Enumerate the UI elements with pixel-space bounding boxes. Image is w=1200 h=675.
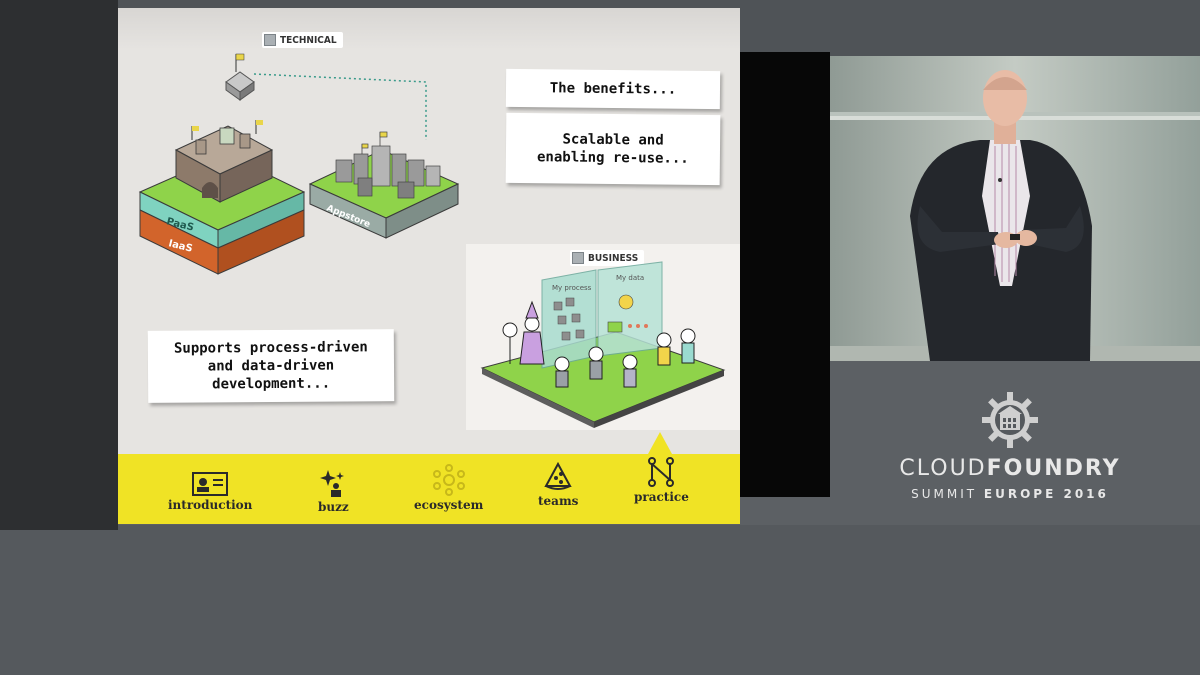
app-buildings-icon [335,131,441,199]
nav-ecosystem[interactable]: ecosystem [414,464,483,512]
business-tag: BUSINESS [570,250,645,266]
nav-practice[interactable]: practice [634,456,689,504]
cloud-foundry-wordmark: CLOUDFOUNDRY [899,456,1121,481]
people-icon [502,300,696,388]
speaker-scene [830,56,1200,361]
background-bottom-band [0,525,1200,675]
cube-icon [264,34,276,46]
note-benefits: The benefits... [505,68,721,110]
technical-illustration: PaaS IaaS Appstore [138,53,460,275]
pizza-icon [544,461,572,490]
screen-black-margin [738,52,830,497]
note-scalable: Scalable and enabling re-use... [505,112,721,186]
tower-icon [225,53,255,101]
technical-tag: TECHNICAL [262,32,343,48]
nav-teams[interactable]: teams [538,460,578,508]
id-card-icon [192,472,229,496]
cloud-foundry-logo: CLOUDFOUNDRY SUMMIT EUROPE 2016 [890,392,1130,501]
sparkle-person-icon [320,470,345,497]
nav-buzz[interactable]: buzz [318,468,349,514]
note-supports: Supports process-driven and data-driven … [147,329,395,403]
cube-icon [572,252,584,264]
nav-introduction[interactable]: introduction [168,472,252,512]
slide-nav-bar: introduction buzz ecosystem [118,454,740,524]
svg-text:My process: My process [552,284,592,292]
business-panel: BUSINESS My process My data [466,244,740,430]
speaker-video [830,56,1200,361]
summit-subtitle: SUMMIT EUROPE 2016 [911,487,1109,501]
gear-building-icon [982,392,1038,448]
business-illustration: My process My data [480,261,726,428]
castle-icon [174,120,274,203]
active-nav-pointer [648,432,672,454]
svg-text:My data: My data [616,274,644,282]
flow-icon [648,457,675,487]
left-frame-edge [0,0,118,530]
presentation-slide: TECHNICAL PaaS IaaS [118,8,740,524]
slide-top-shade [118,8,740,50]
network-icon [432,464,465,496]
